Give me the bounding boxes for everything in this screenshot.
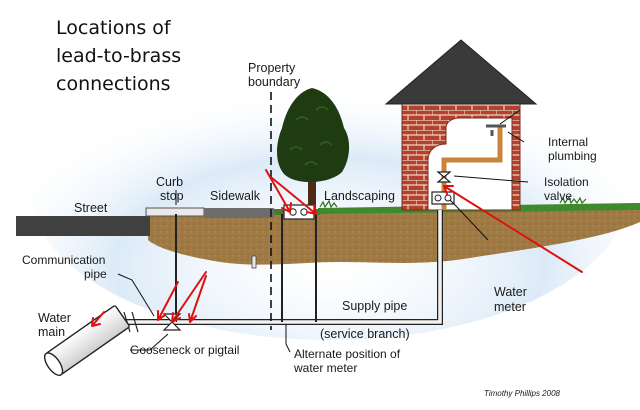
- red-arrow-gooseneck-1: [157, 281, 179, 321]
- title-line-2: lead-to-brass: [56, 45, 182, 67]
- label-property-boundary-1: Property: [248, 61, 296, 75]
- label-service-branch: (service branch): [320, 327, 410, 341]
- house-roof: [384, 39, 538, 105]
- red-arrow-water-main: [91, 311, 105, 327]
- label-sidewalk: Sidewalk: [210, 189, 261, 203]
- isolation-valve: [436, 171, 452, 183]
- marker-stub: [251, 255, 257, 269]
- label-communication-pipe-1: Communication: [22, 253, 105, 267]
- house-meter-dial-2: [444, 194, 452, 202]
- credit-text: Timothy Phillips 2008: [484, 389, 561, 398]
- title-line-1: Locations of: [56, 17, 171, 39]
- label-water-main-2: main: [38, 325, 65, 339]
- title-line-3: connections: [56, 73, 171, 95]
- label-curb-stop-2: stop: [160, 189, 184, 203]
- label-alternate-position-2: water meter: [293, 361, 357, 375]
- supply-pipe-core: [176, 210, 442, 324]
- red-arrow-meter-2: [271, 177, 317, 215]
- label-alternate-position-1: Alternate position of: [294, 347, 401, 361]
- water-main: [43, 305, 130, 376]
- sidewalk-slab: [204, 208, 274, 218]
- tree-texture: [289, 106, 333, 166]
- red-arrows: [91, 169, 583, 327]
- diagram-title: Locations of lead-to-brass connections: [56, 14, 256, 98]
- red-arrow-gooseneck-2: [171, 271, 207, 323]
- label-water-meter-1: Water: [494, 285, 527, 299]
- tree-canopy: [277, 88, 350, 183]
- tree-trunk: [308, 170, 316, 210]
- street-slab: [16, 216, 150, 236]
- label-gooseneck: Gooseneck or pigtail: [130, 343, 239, 357]
- label-landscaping: Landscaping: [324, 189, 395, 203]
- label-supply-pipe: Supply pipe: [342, 299, 407, 313]
- label-curb-stop-1: Curb: [156, 175, 183, 189]
- label-isolation-valve-2: valve: [544, 189, 572, 203]
- label-internal-plumbing-1: Internal: [548, 135, 588, 149]
- red-arrow-house: [443, 185, 583, 273]
- label-internal-plumbing-2: plumbing: [548, 149, 597, 163]
- labels: Property boundary Internal plumbing Isol…: [22, 61, 597, 398]
- red-arrow-meter-1: [265, 169, 292, 213]
- label-property-boundary-2: boundary: [248, 75, 301, 89]
- label-communication-pipe-2: pipe: [84, 267, 107, 281]
- grass-tufts: [319, 195, 587, 209]
- red-arrow-gooseneck-3: [188, 275, 207, 323]
- faucet: [486, 124, 506, 136]
- house-meter-dial-1: [434, 194, 442, 202]
- label-water-meter-2: meter: [494, 300, 526, 314]
- leader-lines: [117, 109, 529, 353]
- alt-meter-riser: [281, 214, 317, 322]
- label-isolation-valve-1: Isolation: [544, 175, 589, 189]
- label-water-main-1: Water: [38, 311, 71, 325]
- label-street: Street: [74, 201, 108, 215]
